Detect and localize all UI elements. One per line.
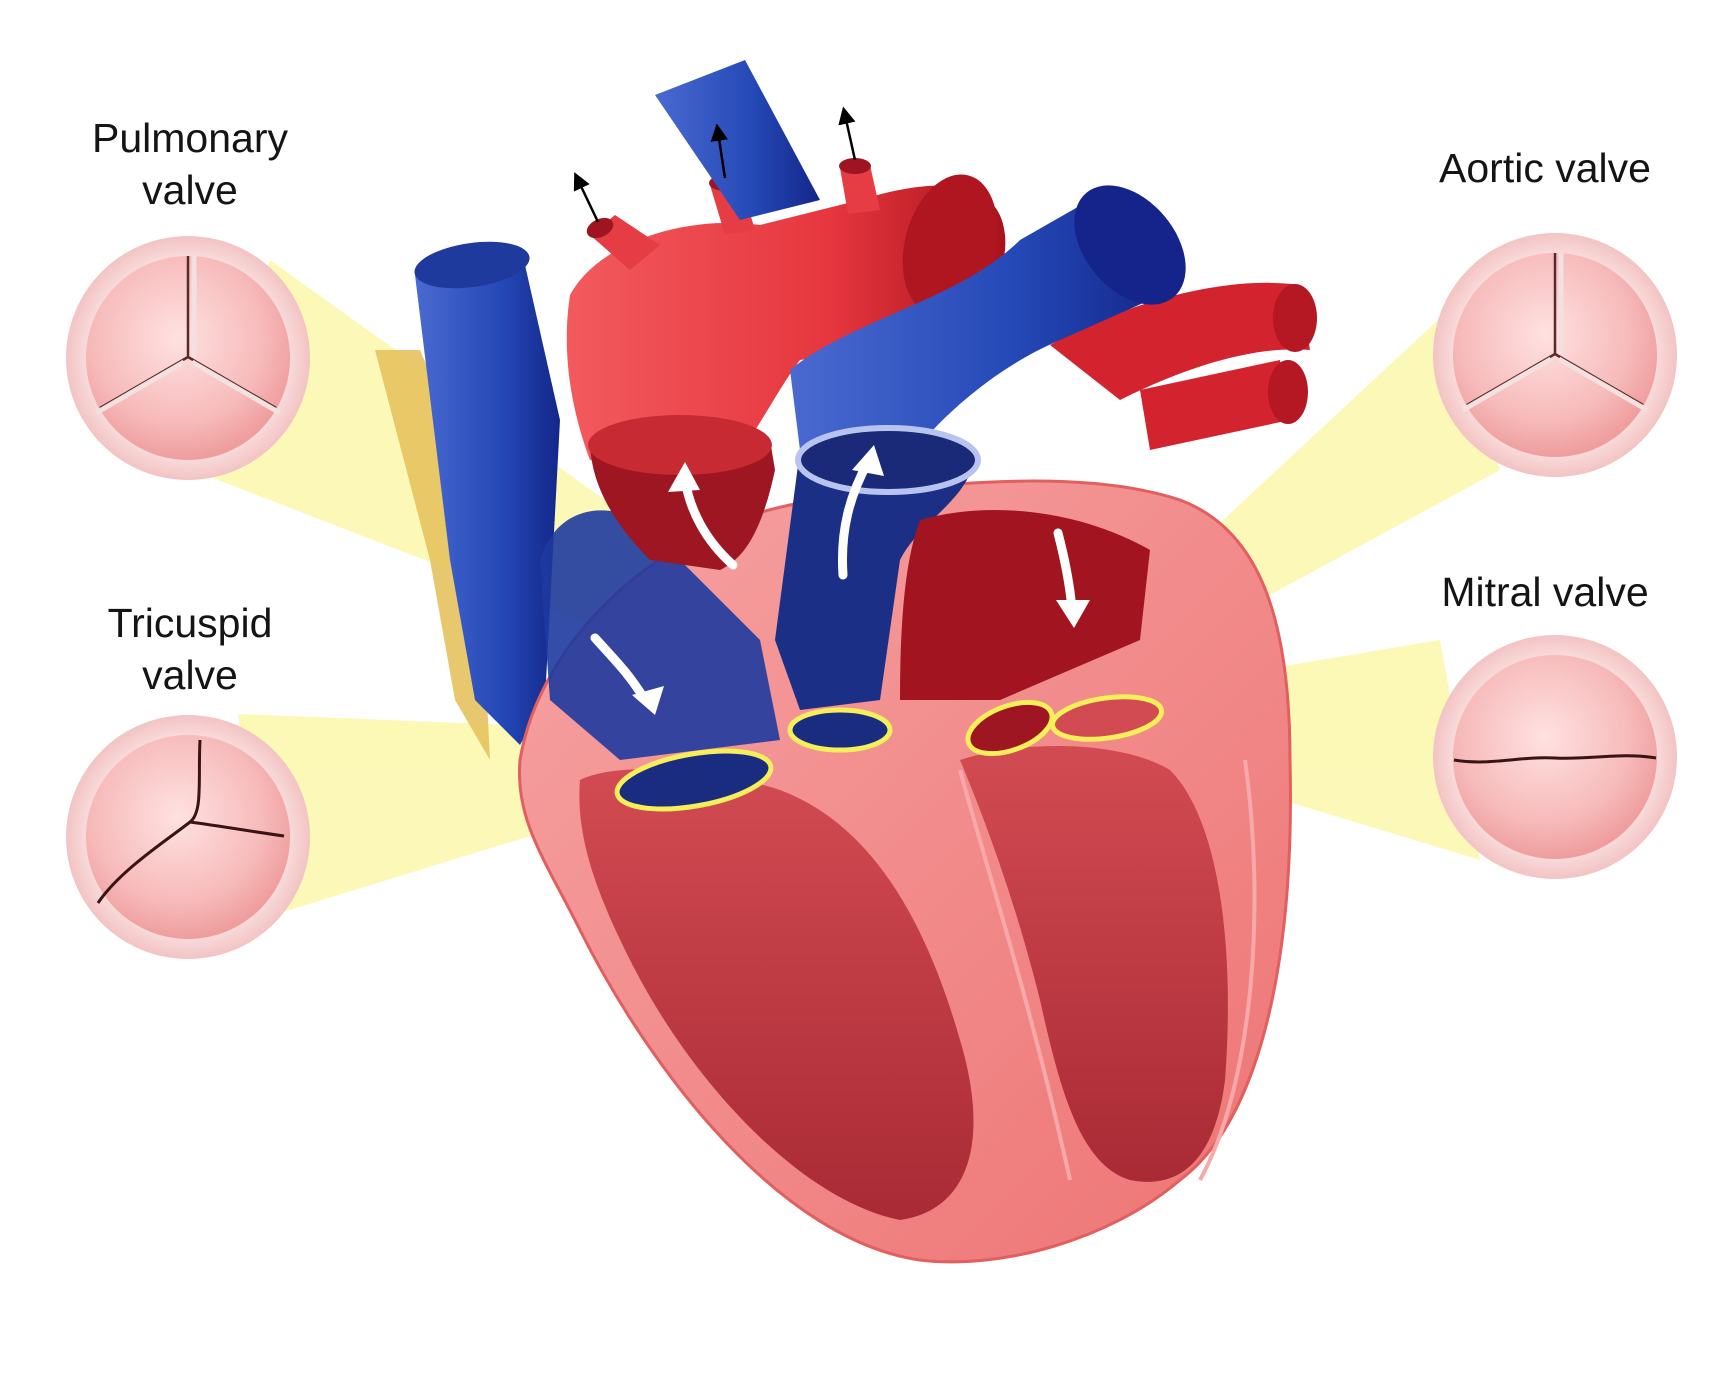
pulmonary-vein-lower	[1268, 360, 1308, 424]
tricuspid-valve-disc	[66, 715, 310, 959]
mitral-valve-disc	[1433, 635, 1677, 879]
pulmonary-valve-ring	[790, 710, 890, 750]
tricuspid-valve-label-line-1: Tricuspid	[40, 597, 340, 649]
superior-vena-cava-top	[655, 60, 820, 220]
pulmonary-vein-upper	[1273, 284, 1317, 352]
pulmonary-valve-label-line-2: valve	[40, 164, 340, 216]
pulmonary-valve-label-line-1: Pulmonary	[40, 112, 340, 164]
pulmonary-valve-disc	[66, 236, 310, 480]
pulmonary-cut-opening	[798, 428, 978, 492]
mitral-valve-label: Mitral valve	[1380, 566, 1710, 618]
heart	[375, 60, 1317, 1262]
aortic-valve-label: Aortic valve	[1380, 142, 1710, 194]
aorta-cut-opening	[588, 415, 772, 475]
pulmonary-valve-label: Pulmonary valve	[40, 112, 340, 216]
arrow-icon	[845, 115, 855, 160]
aortic-valve-disc	[1433, 233, 1677, 477]
arrow-icon	[578, 180, 598, 222]
tricuspid-valve-label: Tricuspid valve	[40, 597, 340, 701]
tricuspid-valve-label-line-2: valve	[40, 649, 340, 701]
aorta-branch-3-opening	[839, 158, 871, 174]
